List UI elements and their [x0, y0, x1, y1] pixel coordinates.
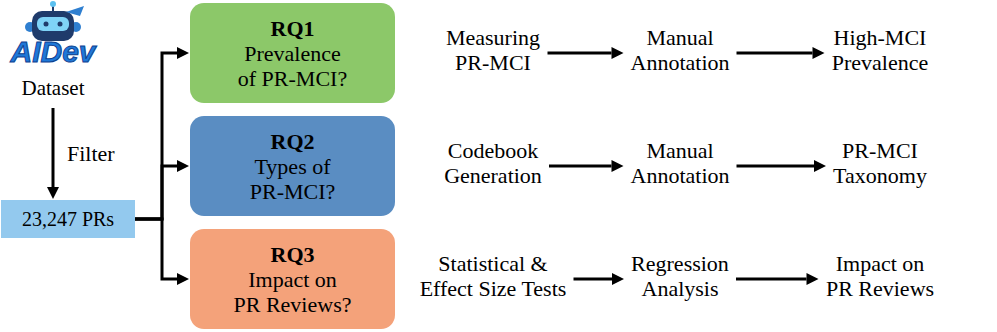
question-id: RQ2: [271, 129, 315, 154]
arrow-connector: [737, 52, 813, 55]
step-label: Codebook Generation: [444, 138, 542, 188]
arrow-connector: [135, 166, 177, 219]
process-step: Statistical & Effect Size Tests: [415, 251, 572, 307]
process-step: Codebook Generation: [439, 138, 547, 194]
research-question-band: RQ1Prevalence of PR-MCI? Measuring PR-MCI…: [190, 2, 993, 104]
logo-wordmark: AIDev: [0, 36, 106, 68]
step-label: Regression Analysis: [631, 251, 729, 301]
arrow-connector: [52, 108, 55, 187]
node-label: 23,247 PRs: [22, 207, 114, 232]
robot-eye: [58, 22, 63, 27]
research-question-band: RQ3Impact on PR Reviews? Statistical & Ef…: [190, 228, 993, 330]
dataset-logo: AIDevDataset: [0, 0, 106, 106]
research-question-box: RQ2Types of PR-MCI?: [190, 116, 395, 216]
arrow-connector: [135, 219, 177, 279]
process-step: Measuring PR-MCI: [441, 25, 546, 81]
step-label: Measuring PR-MCI: [446, 25, 540, 75]
process-step: High-MCI Prevalence: [827, 25, 934, 81]
filtered-pr-box: 23,247 PRs: [1, 200, 135, 238]
step-label: Manual Annotation: [631, 25, 730, 75]
node-label: Dataset: [0, 76, 106, 100]
chevron-fill: [190, 228, 993, 330]
step-label: Manual Annotation: [631, 138, 730, 188]
process-step: Manual Annotation: [626, 25, 735, 81]
research-question-box: RQ3Impact on PR Reviews?: [190, 229, 395, 329]
question-id: RQ3: [271, 242, 315, 267]
node-label: Prevalence of PR-MCI?: [213, 41, 373, 91]
node-label: Types of PR-MCI?: [213, 154, 373, 204]
arrow-connector: [574, 278, 613, 281]
process-step: PR-MCI Taxonomy: [828, 138, 932, 194]
process-step: Manual Annotation: [626, 138, 735, 194]
research-question-box: RQ1Prevalence of PR-MCI?: [190, 3, 395, 103]
step-label: High-MCI Prevalence: [832, 25, 929, 75]
arrow-connector: [548, 52, 612, 55]
arrow-connector: [737, 165, 815, 168]
robot-visor: [37, 17, 69, 31]
robot-bandana: [66, 6, 84, 16]
chevron-fill: [190, 115, 993, 217]
arrow-connector: [135, 53, 177, 219]
step-label: PR-MCI Taxonomy: [833, 138, 927, 188]
arrow-connector: [549, 165, 612, 168]
arrow-connector: [736, 278, 807, 281]
antenna-tip: [50, 1, 56, 7]
process-step: Regression Analysis: [626, 251, 734, 307]
edge-label: Filter: [65, 141, 117, 167]
step-label: Statistical & Effect Size Tests: [420, 251, 567, 301]
robot-eye: [44, 22, 49, 27]
node-label: Impact on PR Reviews?: [213, 267, 373, 317]
chevron-fill: [190, 2, 993, 104]
question-id: RQ1: [271, 16, 315, 41]
research-question-band: RQ2Types of PR-MCI? Codebook Generation Ma…: [190, 115, 993, 217]
process-step: Impact on PR Reviews: [821, 251, 940, 307]
step-label: Impact on PR Reviews: [826, 251, 934, 301]
